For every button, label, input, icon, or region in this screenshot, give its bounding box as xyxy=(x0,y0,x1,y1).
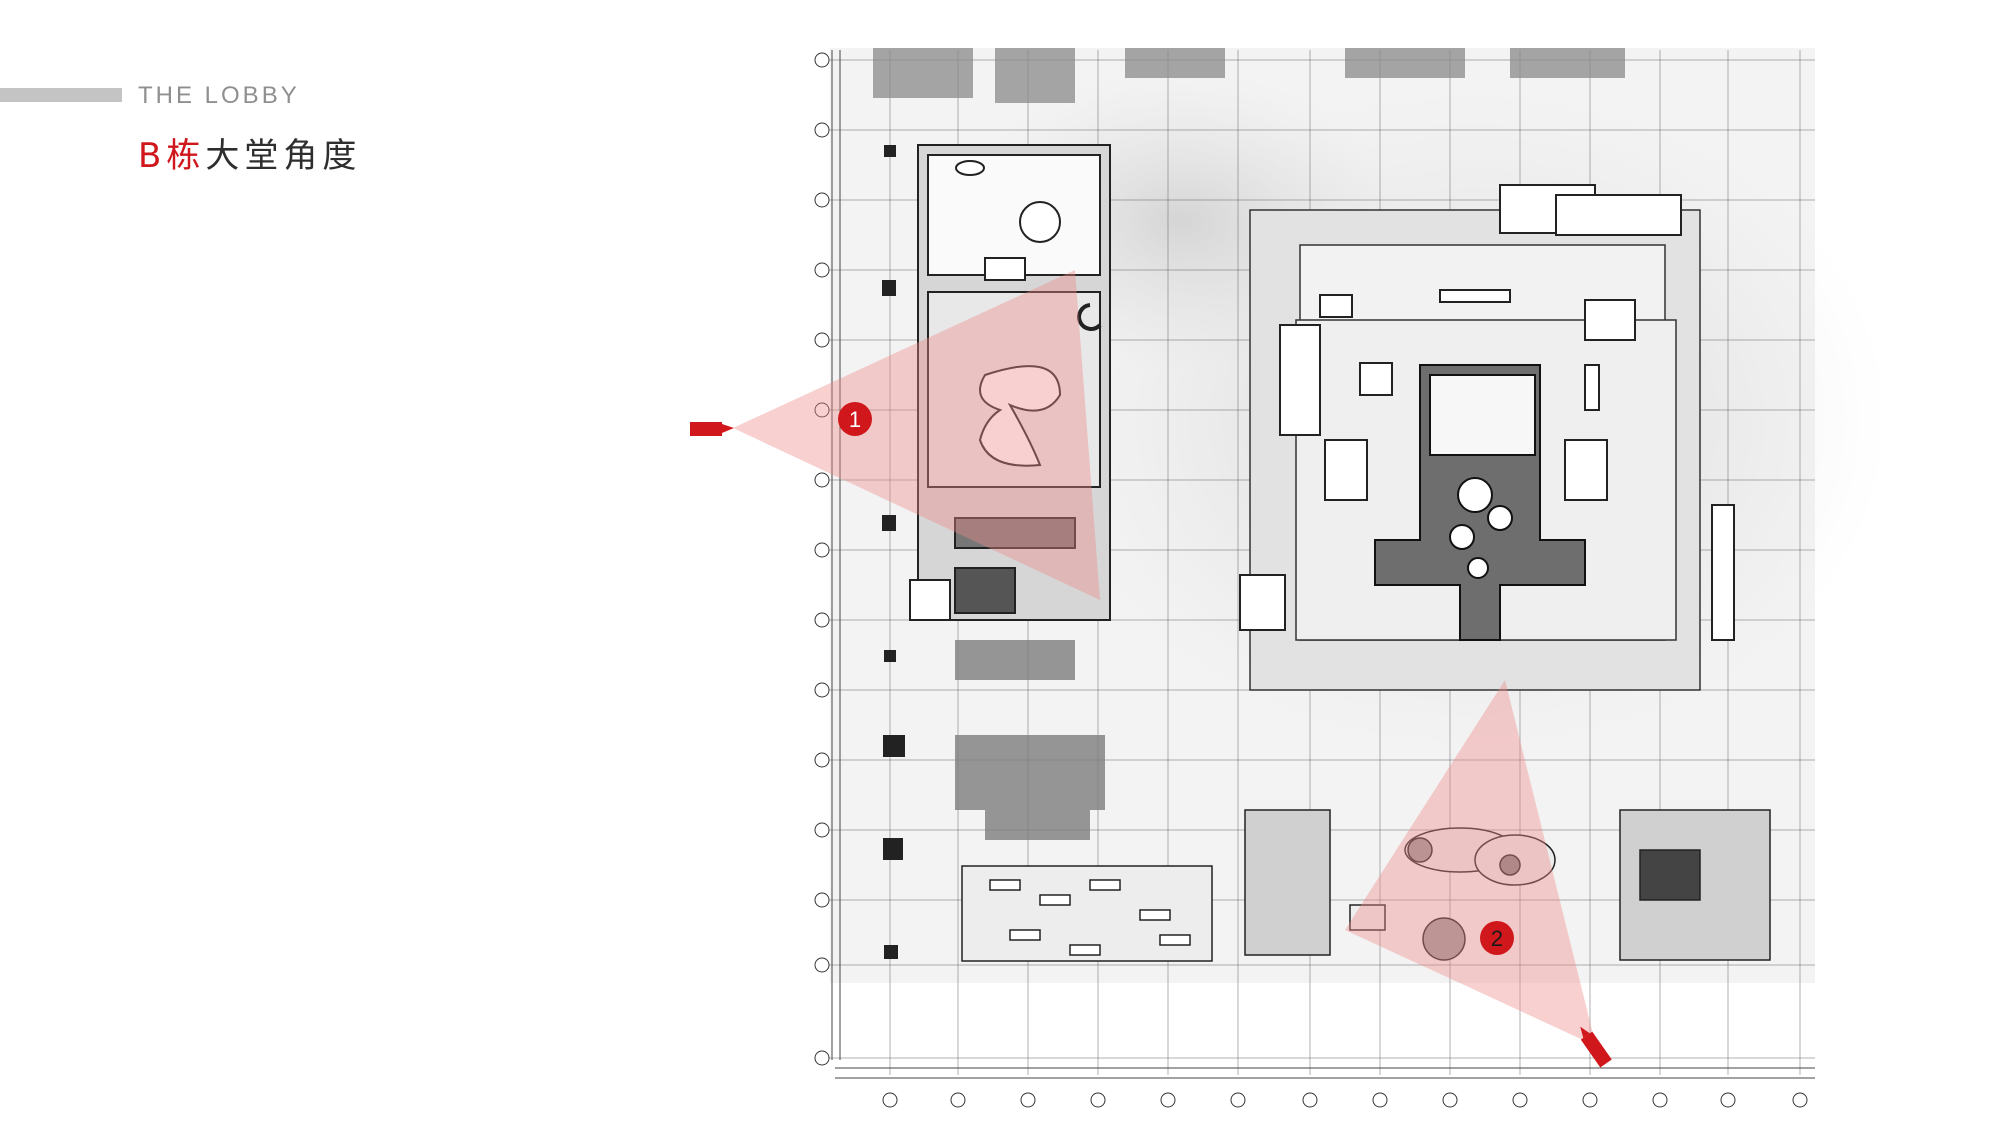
grid-bubble xyxy=(814,402,830,418)
columns xyxy=(882,145,905,959)
grid-bubble xyxy=(1090,1092,1106,1108)
viewpoint-label-1: 1 xyxy=(849,407,861,432)
grid-bubble xyxy=(1512,1092,1528,1108)
grid-bubble xyxy=(1720,1092,1736,1108)
viewpoint-marker-1: 1 xyxy=(838,402,872,436)
grid-bubble xyxy=(1582,1092,1598,1108)
view-cone-2 xyxy=(1345,680,1596,1046)
grid-bubble xyxy=(814,472,830,488)
grid-bubble xyxy=(814,262,830,278)
view-cones xyxy=(733,270,1596,1046)
landscape-left xyxy=(955,640,1105,840)
grid-bubble xyxy=(814,752,830,768)
grid-bubble xyxy=(814,192,830,208)
grid-bubble xyxy=(1652,1092,1668,1108)
camera-2 xyxy=(1580,1026,1612,1068)
grid-bubble xyxy=(814,957,830,973)
grid-bubble xyxy=(1160,1092,1176,1108)
header-accent-bar xyxy=(0,88,122,102)
page-title: B栋大堂角度 xyxy=(138,128,361,177)
grid-bubble xyxy=(1442,1092,1458,1108)
grid-bubble xyxy=(814,122,830,138)
grid-bubble xyxy=(814,822,830,838)
lobby-b-reception xyxy=(1374,364,1586,641)
grid-bubble xyxy=(814,52,830,68)
page-title-text: 大堂角度 xyxy=(205,136,362,176)
grid-bubble xyxy=(814,332,830,348)
camera-1 xyxy=(690,422,734,436)
grid-bubble xyxy=(950,1092,966,1108)
grid-bubbles xyxy=(814,52,1808,1108)
grid-bubble xyxy=(882,1092,898,1108)
lobby-b-furniture xyxy=(1239,184,1735,641)
grid-bubble xyxy=(1020,1092,1036,1108)
service-blocks-bottom xyxy=(1244,809,1771,961)
page-title-building: B栋 xyxy=(138,136,206,176)
grid-bubble xyxy=(814,612,830,628)
view-cone-1 xyxy=(733,270,1100,600)
grid-bubble xyxy=(814,682,830,698)
lobby-building-left xyxy=(909,144,1111,621)
grid-bubble xyxy=(814,1050,830,1066)
grid-bubble xyxy=(1792,1092,1808,1108)
grid-bubble xyxy=(1372,1092,1388,1108)
viewpoint-label-2: 2 xyxy=(1491,926,1503,951)
grid-bubble xyxy=(814,542,830,558)
grid-bubble xyxy=(1302,1092,1318,1108)
sales-area xyxy=(961,865,1213,962)
landscape-top xyxy=(873,48,1625,103)
dimension-lines xyxy=(831,50,1815,1079)
grid-bubble xyxy=(1230,1092,1246,1108)
grid-bubble xyxy=(814,892,830,908)
section-subtitle: THE LOBBY xyxy=(138,82,300,109)
viewpoint-marker-2: 2 xyxy=(1480,921,1514,955)
